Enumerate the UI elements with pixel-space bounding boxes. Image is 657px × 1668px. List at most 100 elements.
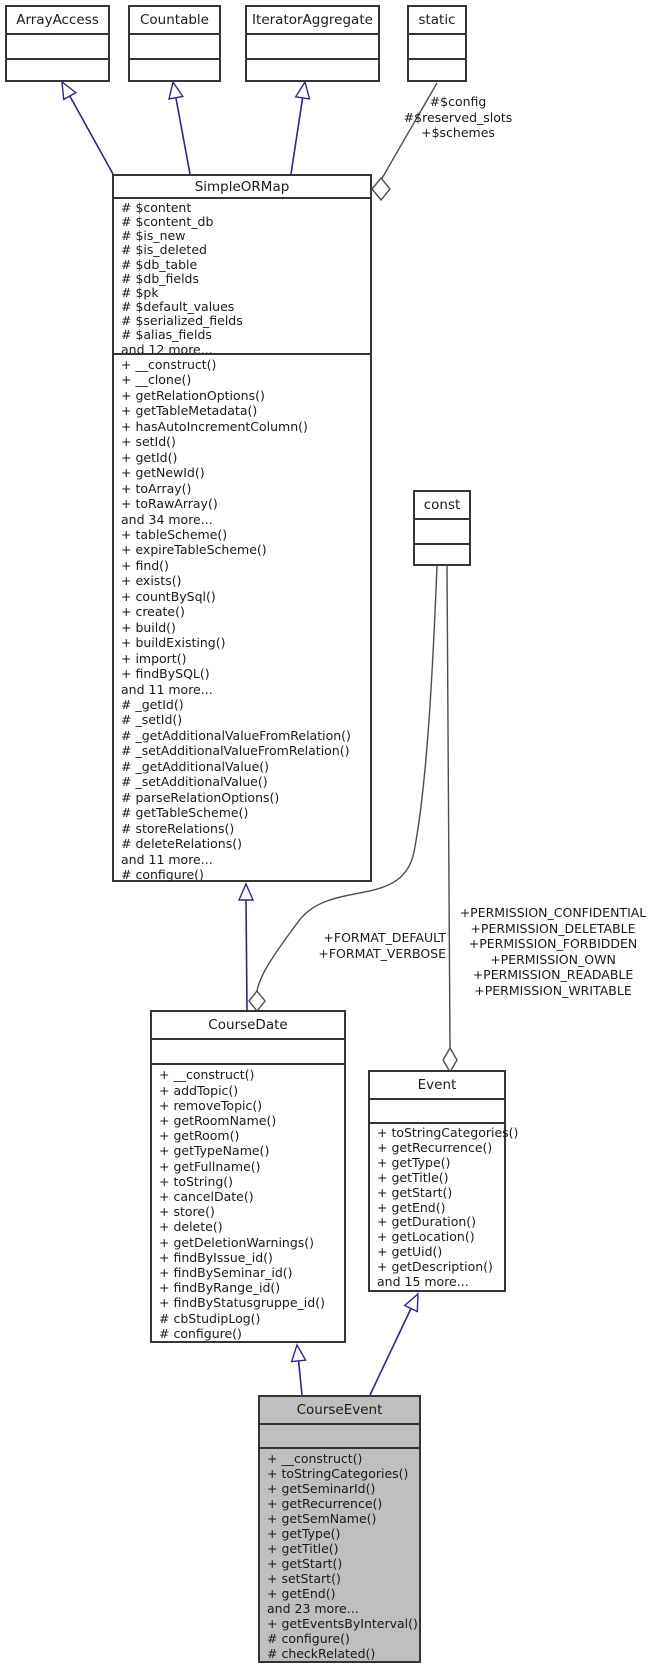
attribute: # $is_deleted — [121, 242, 207, 258]
method: + build() — [121, 619, 176, 635]
inheritance-edge-coursedate-simpleormap — [245, 899, 248, 1011]
aggregation-edge-const-coursedate — [256, 565, 438, 992]
edge-label-line: +PERMISSION_CONFIDENTIAL — [459, 905, 647, 920]
method: + __clone() — [121, 372, 192, 388]
attribute: # $content — [121, 200, 192, 215]
class-courseevent[interactable]: CourseEvent + __construct()+ toStringCat… — [258, 1395, 421, 1663]
edge-label-line: +PERMISSION_FORBIDDEN — [468, 936, 638, 951]
method: # parseRelationOptions() — [121, 789, 280, 805]
class-title[interactable]: const — [423, 497, 461, 513]
class-title[interactable]: CourseEvent — [296, 1402, 383, 1418]
class-countable[interactable]: Countable — [128, 5, 221, 82]
class-methods: + __construct()+ __clone()+ getRelationO… — [114, 353, 370, 882]
method: + setStart() — [267, 1571, 341, 1586]
class-simpleormap[interactable]: SimpleORMap # $content# $content_db # $is… — [112, 174, 372, 882]
inheritance-arrow-icon — [237, 882, 255, 901]
inheritance-edge-courseevent-event — [369, 1308, 412, 1396]
edge-label-line: +PERMISSION_READABLE — [472, 967, 634, 982]
method: # _getId() — [121, 696, 184, 712]
class-static[interactable]: static — [407, 5, 467, 82]
class-coursedate[interactable]: CourseDate + __construct()+ addTopic()+ … — [150, 1010, 346, 1343]
edge-label-line: #$reserved_slots — [403, 109, 513, 125]
class-title[interactable]: Event — [417, 1077, 457, 1093]
method: # storeRelations() — [121, 820, 235, 836]
inheritance-edge-courseevent-coursedate — [297, 1360, 303, 1396]
edge-label-line: +FORMAT_VERBOSE — [318, 945, 446, 961]
method: + buildExisting() — [121, 635, 226, 651]
method: + findBySQL() — [121, 666, 210, 682]
edge-label-permission-constants: +PERMISSION_CONFIDENTIAL+PERMISSION_DELE… — [450, 905, 656, 998]
method: + toArray() — [121, 480, 192, 496]
method: + store() — [159, 1204, 215, 1220]
attribute: # $content_db — [121, 214, 214, 230]
class-title[interactable]: IteratorAggregate — [252, 12, 373, 28]
method: + toRawArray() — [121, 496, 218, 512]
method: + getDeletionWarnings() — [159, 1234, 315, 1250]
method: + getTypeName() — [159, 1143, 270, 1159]
method: + findByIssue_id() — [159, 1249, 273, 1265]
class-attributes — [409, 33, 465, 58]
method: + expireTableScheme() — [121, 542, 267, 558]
class-title[interactable]: static — [418, 12, 456, 28]
method: + getTitle() — [377, 1169, 449, 1185]
method: + getStart() — [267, 1556, 343, 1571]
method: # configure() — [267, 1631, 350, 1646]
method: + getSemName() — [267, 1511, 377, 1526]
method: + delete() — [159, 1219, 223, 1235]
method: + countBySql() — [121, 588, 216, 604]
class-arrayaccess[interactable]: ArrayAccess — [5, 5, 110, 82]
attribute: and 12 more... — [121, 341, 213, 357]
inheritance-edge-simpleormap-countable — [175, 97, 191, 175]
method: # _getAdditionalValue() — [121, 758, 270, 774]
aggregation-edge-const-event — [446, 565, 451, 1049]
method: + create() — [121, 604, 185, 620]
class-attributes — [7, 33, 108, 58]
method: + addTopic() — [159, 1082, 239, 1098]
edge-label-line: +PERMISSION_OWN — [490, 951, 616, 967]
inheritance-arrow-icon — [290, 1343, 307, 1363]
method: + getRecurrence() — [267, 1496, 383, 1511]
class-iteratoraggregate[interactable]: IteratorAggregate — [245, 5, 380, 82]
class-event[interactable]: Event + toStringCategories()+ getRecurre… — [368, 1070, 518, 1292]
method: + getRelationOptions() — [121, 387, 265, 403]
class-const[interactable]: const — [413, 490, 471, 566]
class-title[interactable]: SimpleORMap — [194, 178, 290, 195]
method: + getEventsByInterval() — [267, 1616, 418, 1631]
edge-label-line: +PERMISSION_DELETABLE — [470, 920, 636, 936]
method: + toStringCategories() — [267, 1466, 409, 1481]
class-methods — [247, 58, 378, 80]
method: # getTableScheme() — [121, 805, 249, 821]
method: + getStart() — [377, 1184, 453, 1200]
class-title[interactable]: ArrayAccess — [16, 12, 99, 28]
class-title[interactable]: Countable — [140, 12, 209, 28]
aggregation-edge-static-simpleormap — [380, 82, 438, 181]
inheritance-arrow-icon — [168, 80, 184, 100]
edge-label-line: +$schemes — [421, 125, 495, 140]
method: + getDescription() — [377, 1259, 493, 1275]
method: and 11 more... — [121, 681, 213, 697]
aggregation-diamond-icon — [442, 1046, 458, 1074]
method: + findByStatusgruppe_id() — [159, 1295, 325, 1311]
method: + cancelDate() — [159, 1188, 254, 1204]
method: + getType() — [377, 1154, 451, 1170]
method: + getTableMetadata() — [121, 403, 258, 419]
attribute: # $serialized_fields — [121, 313, 243, 329]
class-methods — [409, 58, 465, 80]
method: + removeTopic() — [159, 1097, 263, 1113]
class-title[interactable]: CourseDate — [208, 1017, 288, 1033]
method: and 23 more... — [267, 1601, 359, 1616]
attribute: # $default_values — [121, 299, 235, 315]
class-methods — [415, 543, 469, 564]
method: and 34 more... — [121, 511, 213, 527]
class-methods: + __construct()+ addTopic()+ removeTopic… — [152, 1063, 344, 1341]
class-attributes — [152, 1038, 344, 1063]
class-methods: + __construct()+ toStringCategories()+ g… — [260, 1447, 419, 1661]
method: + getRoomName() — [159, 1112, 277, 1128]
class-methods — [7, 58, 108, 80]
method: + import() — [121, 650, 187, 666]
method: # deleteRelations() — [121, 836, 242, 852]
method: + findByRange_id() — [159, 1280, 281, 1296]
attribute: # $pk — [121, 284, 159, 300]
method: and 11 more... — [121, 851, 213, 867]
